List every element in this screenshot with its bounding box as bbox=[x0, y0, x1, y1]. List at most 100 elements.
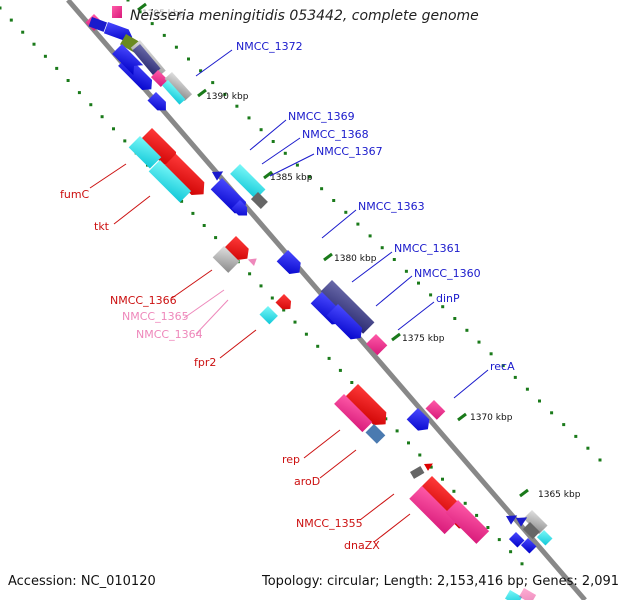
gene-feature[interactable] bbox=[365, 424, 386, 444]
gene-label-nmcc-1367[interactable]: NMCC_1367 bbox=[316, 145, 383, 158]
gene-feature[interactable] bbox=[523, 510, 548, 535]
gene-feature[interactable] bbox=[212, 167, 226, 181]
tick-dot bbox=[316, 344, 320, 348]
gene-label-fumc[interactable]: fumC bbox=[60, 188, 90, 201]
gene-label-fpr2[interactable]: fpr2 bbox=[194, 356, 216, 369]
gene-feature[interactable] bbox=[112, 6, 122, 18]
scale-labels: 1395 kbp 1390 kbp 1385 kbp 1380 kbp 1375… bbox=[142, 9, 581, 500]
leader-line bbox=[397, 301, 435, 331]
tick-dot bbox=[586, 446, 590, 450]
gene-feature[interactable] bbox=[406, 408, 434, 435]
tick-dot bbox=[550, 411, 554, 415]
gene-feature[interactable] bbox=[520, 538, 537, 554]
tick-dot bbox=[562, 423, 566, 427]
gene-label-arod[interactable]: aroD bbox=[294, 475, 320, 488]
gene-feature[interactable] bbox=[132, 44, 161, 75]
gene-label-nmcc-1369[interactable]: NMCC_1369 bbox=[288, 110, 355, 123]
gene-label-nmcc-1360[interactable]: NMCC_1360 bbox=[414, 267, 481, 280]
gene-feature[interactable] bbox=[162, 80, 186, 105]
gene-feature[interactable] bbox=[250, 192, 268, 209]
tick-dot bbox=[259, 128, 263, 132]
gene-feature[interactable] bbox=[128, 136, 162, 169]
gene-feature[interactable] bbox=[506, 511, 520, 525]
gene-label-nmcc-1364[interactable]: NMCC_1364 bbox=[136, 328, 203, 341]
gene-feature[interactable] bbox=[366, 334, 388, 356]
tick-dot bbox=[598, 458, 602, 462]
tick-dot bbox=[0, 6, 2, 10]
leader-line bbox=[321, 209, 357, 239]
gene-feature[interactable] bbox=[259, 306, 278, 325]
gene-label-nmcc-1361[interactable]: NMCC_1361 bbox=[394, 242, 461, 255]
tick-dot bbox=[509, 550, 513, 554]
gene-label-reca[interactable]: recA bbox=[490, 360, 515, 373]
tick-dot bbox=[320, 187, 324, 191]
tick-dot bbox=[223, 92, 227, 96]
tick-dot bbox=[429, 293, 433, 297]
tick-dot bbox=[202, 224, 206, 227]
gene-label-nmcc-1368[interactable]: NMCC_1368 bbox=[302, 128, 369, 141]
gene-label-dinp[interactable]: dinP bbox=[436, 292, 460, 305]
leader-line bbox=[249, 119, 287, 151]
gene-feature[interactable] bbox=[410, 466, 425, 479]
gene-feature[interactable] bbox=[150, 70, 168, 87]
tick-dot bbox=[441, 305, 445, 309]
gene-feature[interactable] bbox=[334, 394, 373, 433]
scale-tick bbox=[519, 488, 529, 498]
tick-dot bbox=[282, 308, 286, 312]
leader-line bbox=[351, 251, 393, 283]
tick-dot bbox=[89, 103, 93, 107]
leader-line bbox=[319, 449, 357, 479]
gene-label-nmcc-1366[interactable]: NMCC_1366 bbox=[110, 294, 177, 307]
gene-feature[interactable] bbox=[275, 294, 295, 313]
gene-feature[interactable] bbox=[231, 200, 252, 220]
gene-feature[interactable] bbox=[516, 513, 530, 527]
gene-feature[interactable] bbox=[246, 256, 257, 266]
gene-feature[interactable] bbox=[164, 72, 193, 101]
gene-label-dnazx[interactable]: dnaZX bbox=[344, 539, 380, 552]
scale-tick bbox=[263, 170, 273, 180]
gene-label-nmcc-1372[interactable]: NMCC_1372 bbox=[236, 40, 303, 53]
tick-dot bbox=[344, 210, 348, 214]
tick-dot bbox=[501, 364, 505, 368]
gene-feature[interactable] bbox=[212, 246, 240, 273]
gene-feature[interactable] bbox=[409, 486, 458, 535]
gene-feature[interactable] bbox=[424, 460, 435, 471]
gene-feature[interactable] bbox=[163, 154, 210, 201]
scale-tick bbox=[197, 88, 207, 98]
gene-feature[interactable] bbox=[88, 17, 108, 32]
gene-label-rep[interactable]: rep bbox=[282, 453, 300, 466]
gene-feature[interactable] bbox=[148, 160, 192, 203]
gene-feature[interactable] bbox=[536, 530, 553, 546]
gene-feature[interactable] bbox=[445, 499, 490, 544]
gene-feature[interactable] bbox=[224, 236, 253, 264]
scale-label: 1375 kbp bbox=[402, 334, 445, 344]
leader-line bbox=[261, 137, 301, 165]
gene-label-tkt[interactable]: tkt bbox=[94, 220, 110, 233]
gene-feature[interactable] bbox=[320, 280, 375, 334]
gene-feature[interactable] bbox=[345, 384, 392, 431]
gene-feature[interactable] bbox=[112, 44, 144, 76]
gene-feature[interactable] bbox=[508, 532, 525, 548]
gene-feature[interactable] bbox=[326, 304, 367, 344]
gene-feature[interactable] bbox=[505, 590, 523, 600]
gene-label-nmcc-1363[interactable]: NMCC_1363 bbox=[358, 200, 425, 213]
tick-dot bbox=[112, 127, 115, 131]
gene-label-nmcc-1365[interactable]: NMCC_1365 bbox=[122, 310, 189, 323]
gene-feature[interactable] bbox=[139, 128, 181, 170]
gene-feature[interactable] bbox=[147, 92, 171, 115]
tick-dot bbox=[270, 296, 274, 300]
gene-label-nmcc-1355[interactable]: NMCC_1355 bbox=[296, 517, 363, 530]
gene-feature[interactable] bbox=[522, 522, 540, 539]
gene-feature[interactable] bbox=[519, 588, 537, 600]
gene-feature[interactable] bbox=[230, 164, 266, 200]
topology-label: Topology: circular; Length: 2,153,416 bp… bbox=[262, 574, 619, 589]
gene-feature[interactable] bbox=[425, 400, 446, 420]
accession-label: Accession: NC_010120 bbox=[8, 574, 156, 589]
tick-dot bbox=[126, 0, 130, 2]
gene-feature[interactable] bbox=[276, 250, 305, 278]
tick-dot bbox=[43, 54, 47, 58]
tick-dot bbox=[66, 79, 70, 82]
inner-tick-dots bbox=[0, 6, 524, 566]
tick-dot bbox=[368, 234, 372, 238]
tick-dot bbox=[293, 320, 297, 324]
